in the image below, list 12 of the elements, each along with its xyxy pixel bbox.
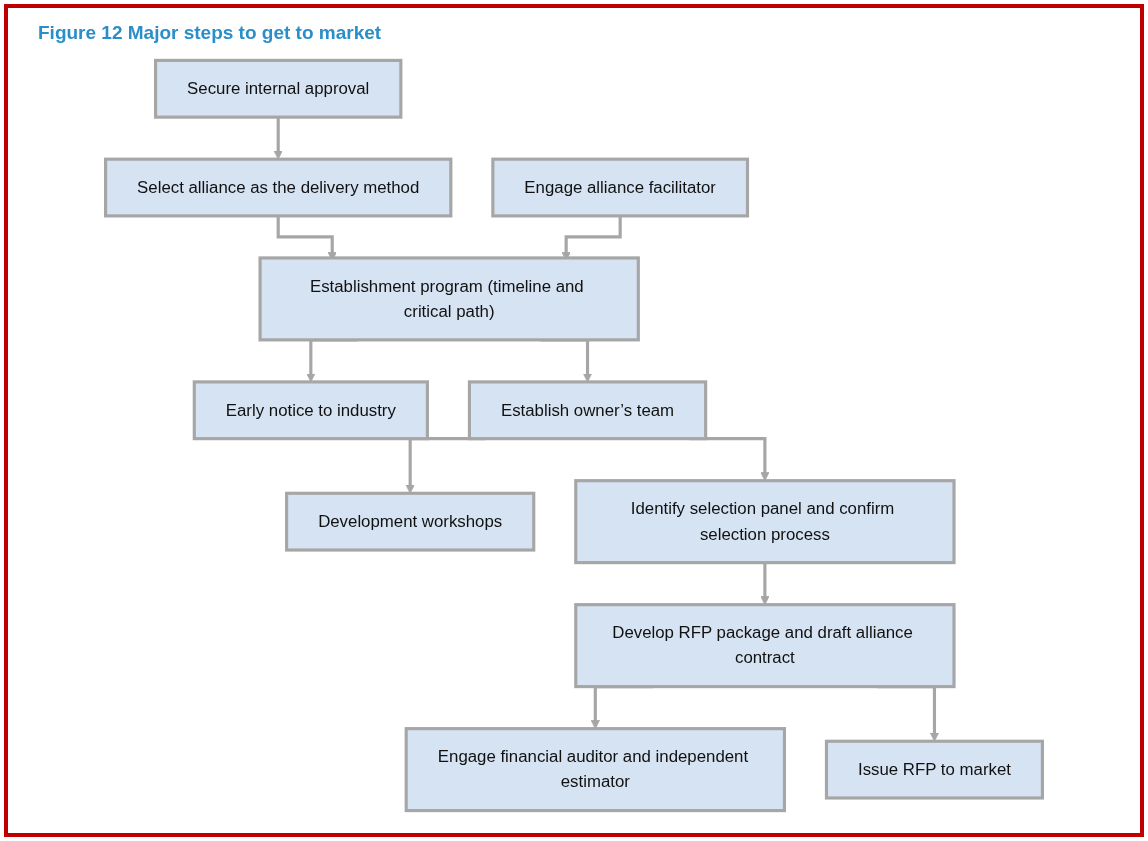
- figure-title: Figure 12 Major steps to get to market: [38, 22, 382, 44]
- node-box: Establish owner’s team: [467, 380, 708, 441]
- node-box: Issue RFP to market: [824, 739, 1044, 800]
- node-box: Engage financial auditor and independent estimator: [404, 727, 787, 813]
- node-box: Engage alliance facilitator: [491, 157, 750, 218]
- node-box: Establishment program (timeline and critical path): [258, 256, 640, 342]
- node-box: Identify selection panel and confirm selection process: [574, 479, 956, 565]
- node-box: Development workshops: [285, 491, 536, 552]
- node-box: Develop RFP package and draft alliance contract: [574, 603, 956, 689]
- node-box: Secure internal approval: [154, 58, 403, 119]
- node-box: Select alliance as the delivery method: [104, 157, 453, 218]
- node-box: Early notice to industry: [192, 380, 429, 441]
